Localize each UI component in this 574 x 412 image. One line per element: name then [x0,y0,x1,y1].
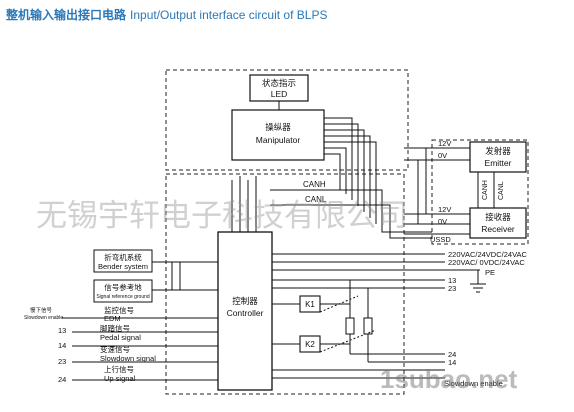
terminal-12v-a: 12V [438,139,451,148]
out-terminal-14: 14 [448,358,456,367]
relay-wires [272,280,445,379]
controller-box [217,231,273,391]
sensor-wires [404,147,495,235]
pedal-label-en: Pedal signal [100,333,141,342]
upper-dashed-enclosure [165,69,409,171]
out-terminal-23: 23 [448,284,456,293]
watermark-company: 无锡宇轩电子科技有限公司 [36,198,408,234]
controller-label-en: Controller [227,308,264,318]
up-label-en: Up signal [104,374,136,383]
slowdown-label-cn: 变速信号 [100,344,130,354]
receiver-label-cn: 接收器 [485,212,511,222]
relay-k1-label: K1 [305,300,315,309]
canl-label: CANL [305,195,327,204]
bender-label-en: Bender system [98,262,148,271]
relay-k2-label: K2 [305,340,315,349]
led-label-cn: 状态指示 [262,78,296,88]
out-terminal-13: 13 [448,276,456,285]
ref-label-cn: 信号参考地 [104,282,142,292]
in-num-13: 13 [58,326,66,335]
receiver-box [469,207,527,239]
edm-label-cn: 监控信号 [104,305,134,315]
terminal-12v-b: 12V [438,205,451,214]
receiver-label-en: Receiver [481,224,515,234]
power-label-2: 220VAC/ 0VDC/24VAC [448,258,525,267]
out-terminal-24: 24 [448,350,456,359]
bender-label-cn: 折弯机系统 [104,252,142,262]
emitter-label-cn: 发射器 [485,146,511,156]
led-label-en: LED [271,89,288,99]
emitter-label-en: Emitter [485,158,512,168]
manipulator-label-en: Manipulator [256,135,301,145]
pedal-label-cn: 脚踏信号 [100,323,130,333]
terminal-0v-b: 0V [438,217,447,226]
title-cn: 整机输入输出接口电路 [6,8,127,22]
slow-label-en: Slowdown enable [24,315,63,321]
terminal-0v-a: 0V [438,151,447,160]
title-en: Input/Output interface circuit of BLPS [130,8,328,22]
in-num-14: 14 [58,341,66,350]
canh-label: CANH [303,180,326,189]
slowdown-label-en: Slowdown signal [100,354,156,363]
power-label-1: 220VAC/24VDC/24VAC [448,250,528,259]
pe-label: PE [485,268,495,277]
lower-dashed-enclosure [165,173,405,395]
manipulator-box [231,109,325,161]
terminal-canl-vertical: CANL [498,181,505,200]
can-bus [270,189,432,239]
slowdown-enable-label: Slowdown enable [444,379,503,388]
manipulator-wires [324,117,377,224]
slow-label-cn: 慢下信号 [30,306,53,314]
ref-label-en: Signal reference ground [96,294,150,300]
bender-system-box [93,249,153,273]
in-num-24: 24 [58,375,66,384]
signal-ref-box [93,279,153,303]
edm-label-en: EDM [104,314,121,323]
terminal-canh-vertical: CANH [482,180,489,200]
emitter-box [469,141,527,173]
manipulator-label-cn: 操纵器 [265,122,291,132]
up-label-cn: 上行信号 [104,364,134,374]
in-num-23: 23 [58,357,66,366]
terminal-ussd: USSD [430,235,451,244]
sensor-dashed-enclosure [431,139,529,245]
watermark-site: 1subao.net [380,364,518,394]
controller-label-cn: 控制器 [232,296,258,306]
